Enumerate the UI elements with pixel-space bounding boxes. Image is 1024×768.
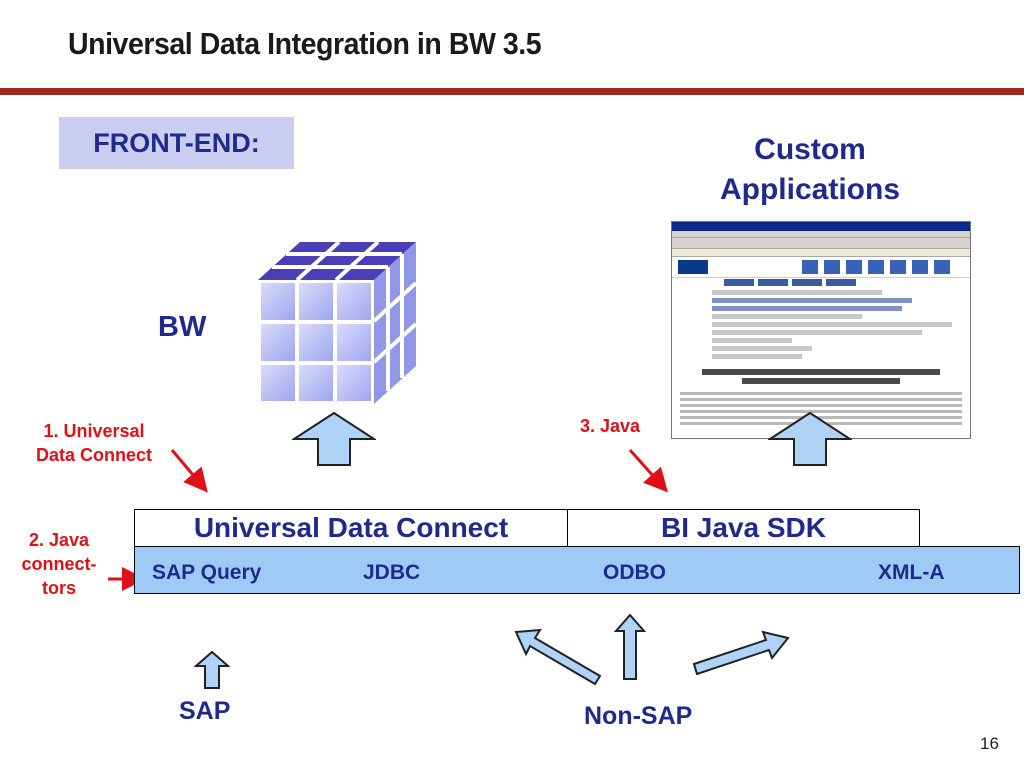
annotation-jc-line2: connect- (21, 554, 97, 574)
annotation-jc-line3: tors (41, 578, 76, 598)
window-addressbar (672, 249, 970, 257)
slide-title: Universal Data Integration in BW 3.5 (68, 26, 542, 61)
front-end-label: FRONT-END: (59, 117, 294, 169)
custom-applications-line2: Applications (719, 173, 900, 206)
article-text-line (680, 416, 962, 419)
nav-button-icon (824, 260, 840, 274)
record-field (712, 338, 792, 343)
annotation-java: 3. Java (579, 416, 641, 436)
article-text-line (680, 392, 962, 395)
red-arrow-udc-icon (170, 449, 208, 493)
annotation-jc-line1: 2. Java (28, 530, 90, 550)
annotation-udc-line1: 1. Universal (43, 421, 145, 441)
article-headline (742, 378, 900, 384)
window-titlebar (672, 222, 970, 231)
custom-applications-label: Custom Applications (690, 130, 930, 210)
bw-cube-icon (258, 240, 418, 404)
bw-label: BW (158, 311, 207, 343)
red-arrow-java-icon (628, 448, 669, 493)
connector-jdbc: JDBC (363, 561, 421, 584)
custom-applications-line1: Custom (754, 133, 866, 166)
annotation-udc-line2: Data Connect (35, 445, 152, 465)
article-text-line (680, 410, 962, 413)
annotation-universal-data-connect: 1. Universal Data Connect (14, 419, 174, 467)
article-text-line (680, 404, 962, 407)
app-tabs (672, 278, 970, 287)
nav-button-icon (868, 260, 884, 274)
source-non-sap-label: Non-SAP (584, 702, 693, 730)
record-field (712, 290, 882, 295)
custom-application-screenshot (671, 221, 971, 439)
tab-block (758, 279, 788, 286)
record-field (712, 354, 802, 359)
record-field (712, 322, 952, 327)
title-divider (0, 88, 1024, 95)
bi-java-sdk-layer: BI Java SDK (567, 509, 920, 547)
record-field (712, 330, 922, 335)
record-field (712, 298, 912, 303)
source-sap-label: SAP (179, 697, 231, 725)
tab-block (792, 279, 822, 286)
record-field (712, 306, 902, 311)
tab-block (826, 279, 856, 286)
window-menubar (672, 231, 970, 238)
arrow-non-sap-right-icon (692, 630, 790, 676)
nav-button-icon (934, 260, 950, 274)
window-toolbar (672, 238, 970, 249)
up-arrow-non-sap-center-icon (614, 613, 646, 680)
universal-data-connect-layer: Universal Data Connect (134, 509, 568, 547)
nav-button-icon (846, 260, 862, 274)
connectors-bar (134, 546, 1020, 594)
tab-block (724, 279, 754, 286)
app-banner (672, 257, 970, 278)
record-field (712, 314, 862, 319)
app-logo-icon (678, 260, 708, 274)
annotation-java-connectors: 2. Java connect- tors (4, 528, 114, 600)
nav-button-icon (912, 260, 928, 274)
arrow-non-sap-left-icon (514, 628, 602, 686)
connector-odbo: ODBO (603, 561, 666, 584)
nav-button-icon (802, 260, 818, 274)
record-field (712, 346, 812, 351)
connector-sap-query: SAP Query (152, 561, 262, 584)
up-arrow-sdk-icon (768, 411, 852, 466)
page-number: 16 (980, 734, 999, 753)
up-arrow-sap-icon (194, 650, 230, 689)
nav-button-icon (890, 260, 906, 274)
article-headline (702, 369, 940, 375)
article-text-line (680, 398, 962, 401)
up-arrow-udc-icon (292, 411, 376, 466)
connector-xml-a: XML-A (878, 561, 945, 584)
